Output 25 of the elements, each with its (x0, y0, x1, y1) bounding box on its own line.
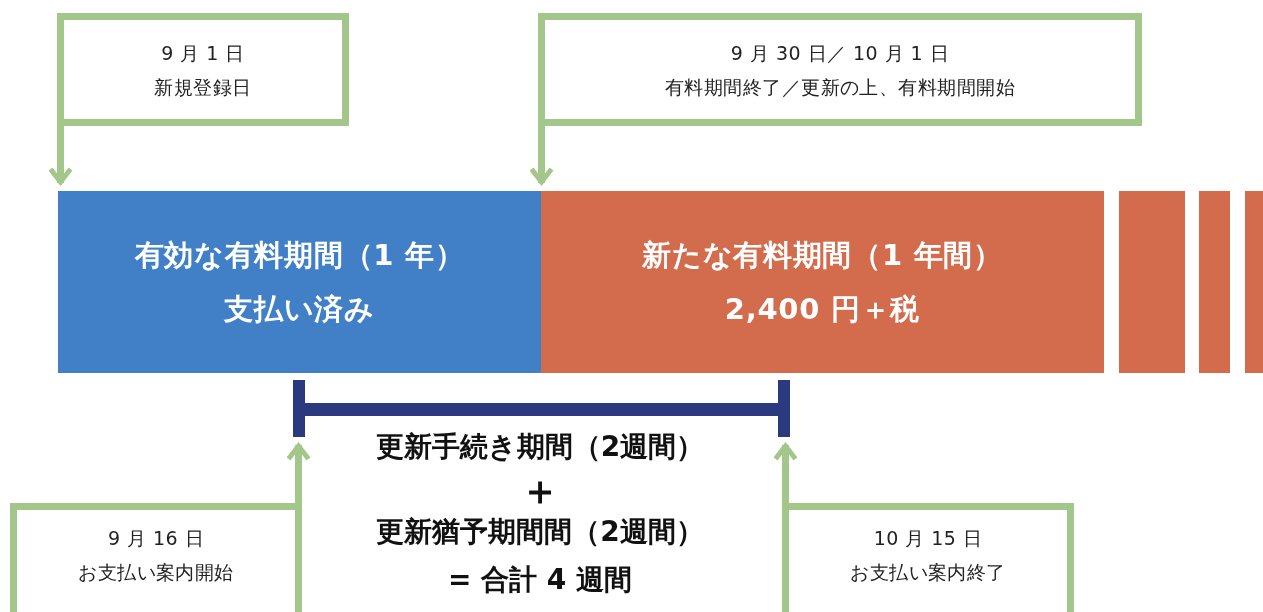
period-summary-text: = 合計 4 週間 (446, 562, 634, 598)
plus-sign: ＋ (519, 470, 561, 510)
callout-box (10, 503, 302, 612)
event-text: お支払い案内終了 (850, 560, 1006, 585)
callout-box (57, 13, 349, 126)
period-text: 支払い済み (224, 291, 375, 328)
callout-box (538, 13, 1142, 126)
date-text: 10 月 15 日 (873, 526, 983, 551)
paid-period-bar (58, 191, 541, 373)
period-bar (1199, 191, 1230, 373)
date-text: 9 月 16 日 (107, 526, 205, 551)
period-bar (541, 191, 1104, 373)
period-bar (1245, 191, 1263, 373)
period-bar (1119, 191, 1185, 373)
period-summary-text: 更新手続き期間（2週間） (374, 429, 706, 465)
event-text: 新規登録日 (154, 74, 252, 100)
period-text: 有効な有料期間（1 年） (134, 237, 465, 274)
event-text: お支払い案内開始 (78, 560, 234, 585)
callout-box (782, 503, 1074, 612)
date-text: 9 月 30 日／ 10 月 1 日 (730, 40, 950, 66)
period-text: 新たな有料期間（1 年間） (642, 237, 1003, 274)
date-text: 9 月 1 日 (161, 40, 245, 66)
period-summary-text: 更新猶予期間間（2週間） (375, 514, 705, 550)
event-text: 有料期間終了／更新の上、有料期間開始 (664, 74, 1016, 100)
period-text: 2,400 円＋税 (724, 291, 921, 328)
